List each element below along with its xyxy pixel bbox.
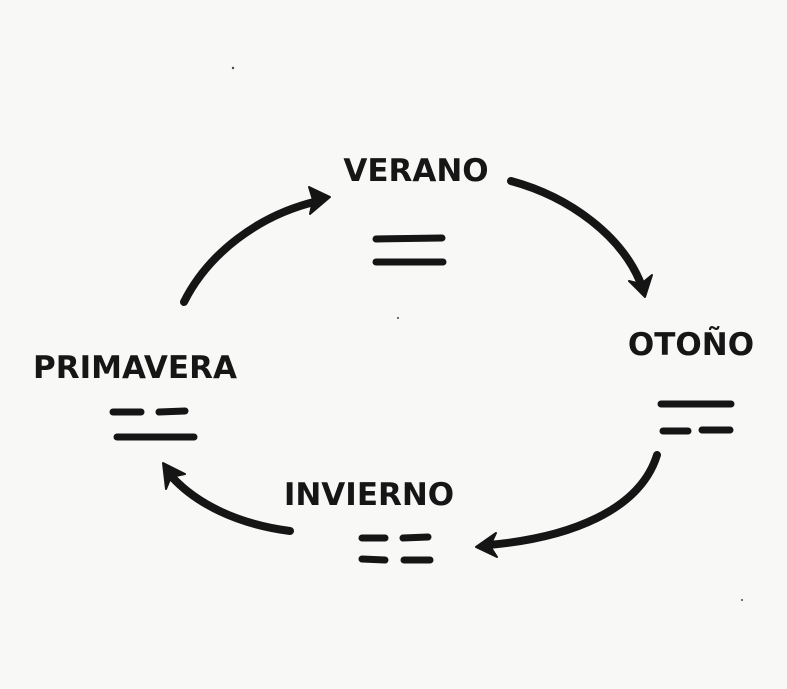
placeholder-line: [155, 407, 189, 416]
arrow-invierno-to-primavera: [162, 462, 294, 535]
arrow-line: [180, 197, 322, 306]
arrow-line: [507, 177, 645, 288]
node-label-otono: OTOÑO: [628, 326, 754, 363]
node-verano: VERANO: [343, 153, 489, 266]
arrow-verano-to-otono: [507, 177, 653, 298]
node-primavera: PRIMAVERA: [33, 350, 237, 441]
paper-speck: [231, 66, 235, 70]
node-otono: OTOÑO: [628, 326, 754, 435]
arrow-line: [168, 473, 294, 535]
node-label-primavera: PRIMAVERA: [33, 350, 237, 386]
arrow-line: [484, 451, 661, 549]
paper-speck: [741, 599, 743, 601]
arrowhead: [628, 274, 653, 298]
arrow-otono-to-invierno: [475, 451, 661, 558]
arrowhead: [308, 186, 331, 215]
node-label-verano: VERANO: [343, 153, 488, 189]
placeholder-line: [399, 533, 432, 542]
arrowhead: [162, 462, 186, 490]
paper-speck: [397, 317, 399, 319]
placeholder-line: [372, 234, 446, 243]
node-label-invierno: INVIERNO: [284, 477, 454, 513]
placeholder-line: [358, 555, 389, 564]
arrow-primavera-to-verano: [180, 186, 331, 306]
node-invierno: INVIERNO: [284, 477, 454, 564]
arrowhead: [475, 532, 498, 558]
